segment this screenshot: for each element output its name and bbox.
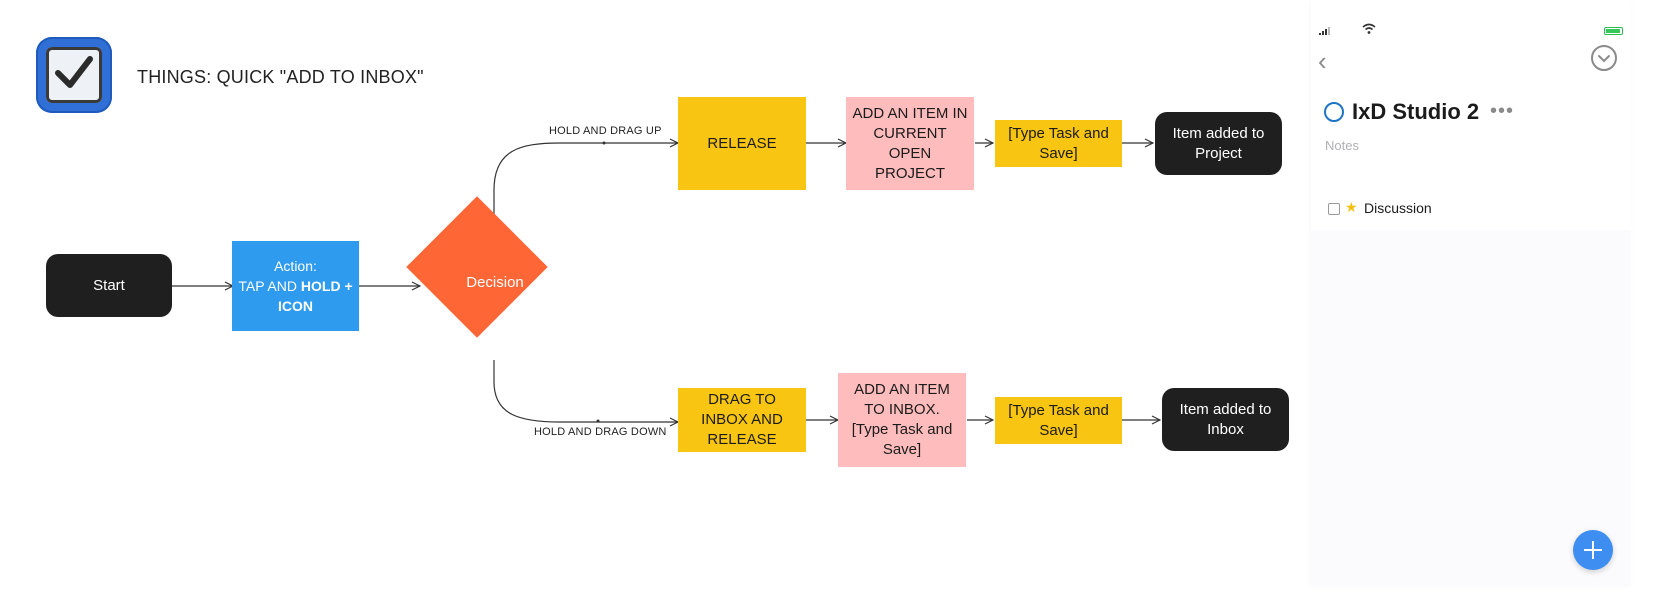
- start-node: Start: [46, 254, 172, 317]
- chevron-down-icon: [1598, 55, 1610, 63]
- edge-label-hold-drag-down: HOLD AND DRAG DOWN: [534, 426, 667, 438]
- add-task-button[interactable]: [1573, 530, 1613, 570]
- action-node: Action: TAP AND HOLD + ICON: [232, 241, 359, 331]
- action-prefix: TAP AND: [238, 278, 301, 294]
- star-icon: ★: [1345, 199, 1358, 215]
- things-app-icon: [36, 37, 112, 113]
- plus-icon: [1584, 541, 1602, 559]
- todo-label[interactable]: Discussion: [1364, 200, 1432, 216]
- checkmark-icon: [55, 56, 93, 88]
- release-node: RELEASE: [678, 97, 806, 190]
- type-task-bottom-node: [Type Task and Save]: [995, 397, 1122, 444]
- action-bold2: ICON: [278, 298, 313, 314]
- back-chevron-icon[interactable]: ‹: [1318, 46, 1327, 76]
- edge-label-hold-drag-up: HOLD AND DRAG UP: [549, 125, 662, 137]
- action-line1: Action:: [274, 258, 317, 274]
- action-bold1: HOLD +: [300, 278, 353, 294]
- todo-checkbox[interactable]: [1328, 203, 1340, 215]
- action-node-text: Action: TAP AND HOLD + ICON: [238, 256, 352, 316]
- item-added-project-node: Item added to Project: [1155, 112, 1282, 175]
- phone-list-background: [1311, 230, 1631, 586]
- page-title: THINGS: QUICK "ADD TO INBOX": [137, 67, 424, 87]
- project-title[interactable]: IxD Studio 2: [1352, 99, 1480, 124]
- battery-icon: [1604, 27, 1623, 35]
- edge-decision-drag: [493, 360, 678, 422]
- item-added-inbox-node: Item added to Inbox: [1162, 388, 1289, 451]
- add-to-inbox-node: ADD AN ITEM TO INBOX. [Type Task and Sav…: [838, 373, 966, 467]
- more-dots-icon[interactable]: •••: [1490, 100, 1515, 122]
- add-current-project-node: ADD AN ITEM IN CURRENT OPEN PROJECT: [846, 97, 974, 190]
- wifi-icon: [1362, 23, 1376, 34]
- notes-placeholder[interactable]: Notes: [1325, 138, 1359, 153]
- drag-to-inbox-node: DRAG TO INBOX AND RELEASE: [678, 388, 806, 452]
- edge-decision-release: [493, 143, 678, 214]
- type-task-top-node: [Type Task and Save]: [995, 120, 1122, 167]
- decision-label: Decision: [466, 274, 524, 291]
- project-circle-icon: [1324, 102, 1344, 122]
- done-circle-icon[interactable]: [1591, 45, 1617, 71]
- signal-icon: [1319, 27, 1330, 35]
